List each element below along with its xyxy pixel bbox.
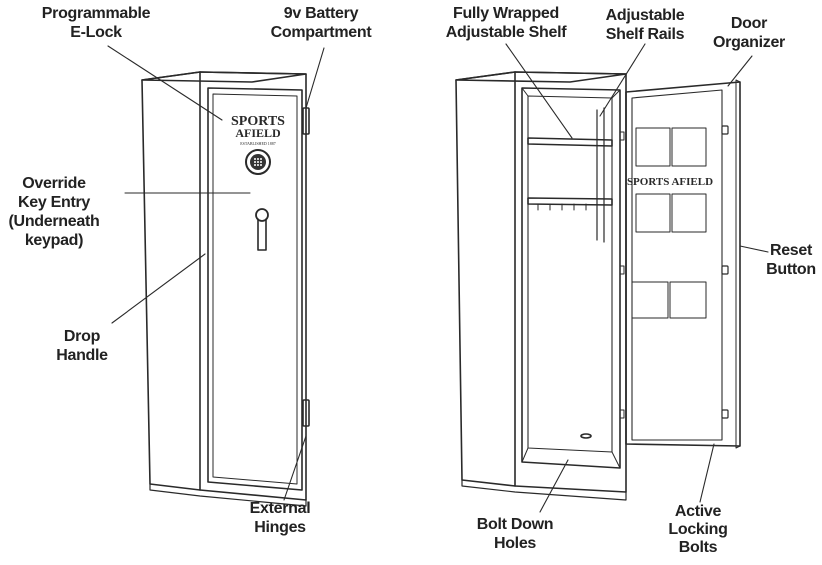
top-shelf: [527, 137, 613, 147]
drop-handle: [255, 208, 269, 251]
safe-door: [207, 87, 303, 491]
leader-lines: [107, 43, 769, 513]
bolt-down-hole: [580, 433, 592, 439]
open-door: [625, 81, 741, 447]
safe-front: [199, 71, 307, 501]
safe-door-inner-trim: [212, 93, 298, 485]
door-logo: SPORTS AFIELD: [627, 176, 713, 188]
keypad-lock: [245, 149, 271, 175]
reset-button: [721, 265, 729, 275]
closed-safe: SPORTS AFIELD ESTABLISHED 1887: [141, 71, 310, 507]
rack-shelf: [527, 197, 613, 206]
door-organizer: [631, 127, 707, 319]
lower-hinge: [302, 399, 310, 427]
locking-bolts: [721, 125, 729, 419]
brand-logo-line1: SPORTS: [231, 114, 285, 129]
safe-side-panel: [141, 71, 201, 491]
brand-tagline: ESTABLISHED 1887: [240, 141, 276, 146]
open-safe: SPORTS AFIELD: [455, 71, 741, 501]
shelf-rails: [596, 107, 605, 243]
brand-logo-line2: AFIELD: [235, 126, 281, 140]
open-safe-side: [455, 71, 516, 487]
